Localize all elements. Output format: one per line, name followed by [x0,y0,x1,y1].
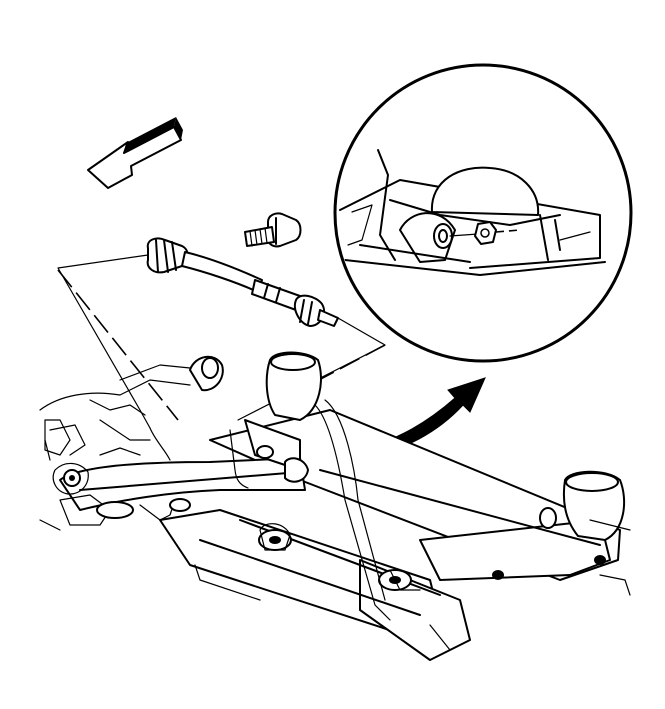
direction-arrow [87,117,183,189]
mount-dome [430,166,540,216]
bolt [244,212,302,248]
subframe-assembly [39,351,631,661]
detail-inset [333,63,633,363]
stud [449,233,479,237]
shift-cable [146,237,339,327]
